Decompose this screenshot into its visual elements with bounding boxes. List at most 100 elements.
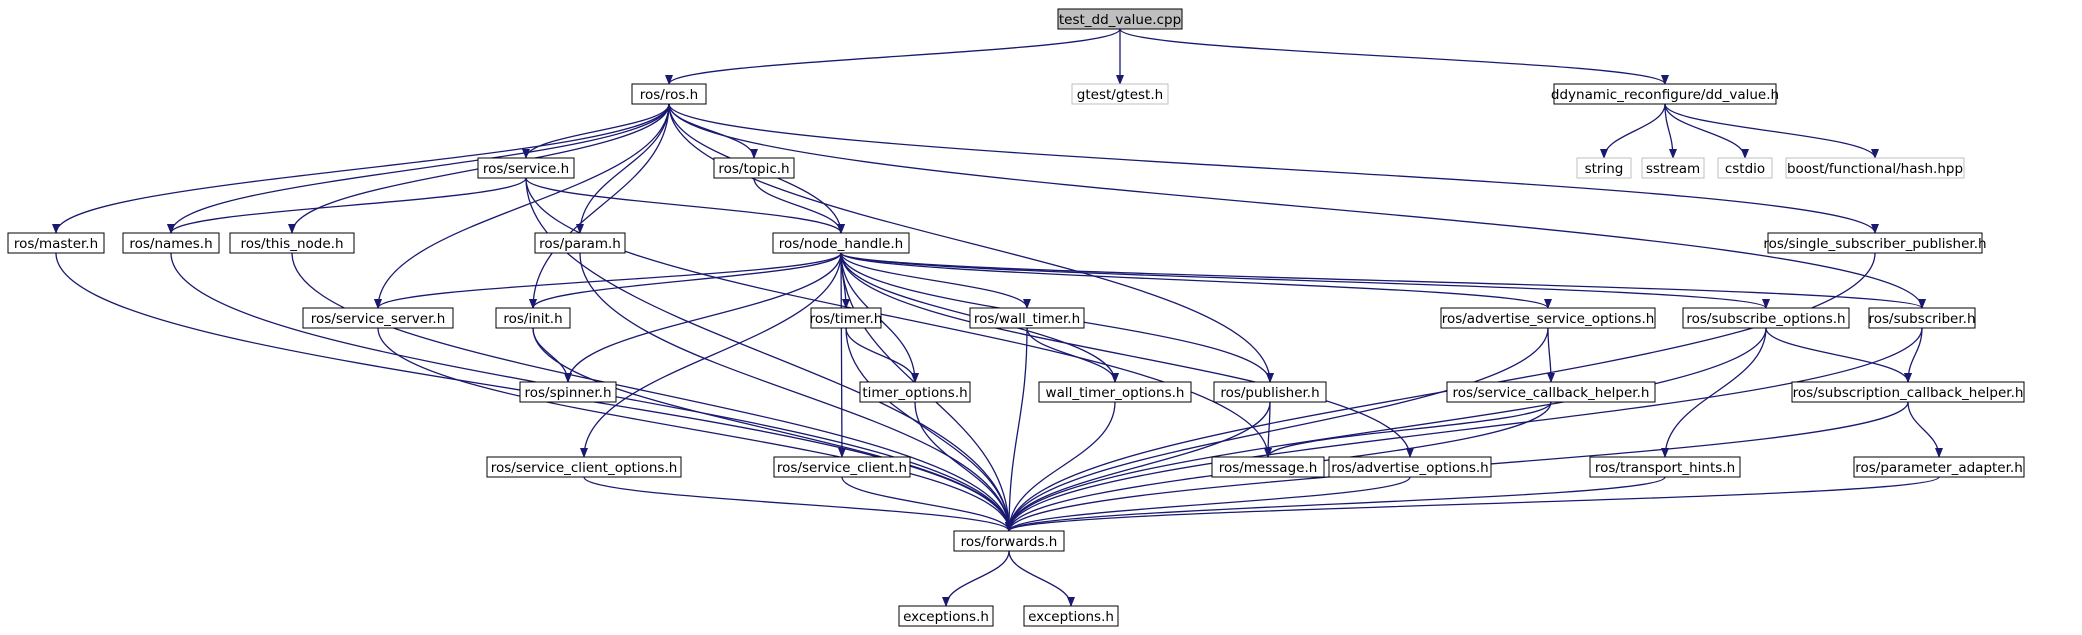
node-label: ros/message.h bbox=[1219, 460, 1318, 476]
node-wall-timer-options[interactable]: wall_timer_options.h bbox=[1038, 381, 1192, 403]
node-ros-forwards[interactable]: ros/forwards.h bbox=[953, 530, 1065, 552]
node-label: sstream bbox=[1646, 161, 1700, 177]
node-ros-subch[interactable]: ros/subscription_callback_helper.h bbox=[1791, 381, 2025, 403]
node-label: ros/timer.h bbox=[810, 311, 883, 327]
node-box bbox=[1682, 307, 1850, 329]
edge-dd_value-to-cstdio bbox=[1664, 103, 1749, 159]
node-ros-topic[interactable]: ros/topic.h bbox=[713, 157, 795, 179]
node-box bbox=[1791, 381, 2025, 403]
node-label: ros/service_server.h bbox=[311, 311, 446, 327]
node-label: timer_options.h bbox=[862, 385, 967, 401]
node-label: exceptions.h bbox=[903, 609, 989, 625]
node-string[interactable]: string bbox=[1576, 157, 1632, 179]
node-ros-this-node[interactable]: ros/this_node.h bbox=[229, 232, 355, 254]
node-ros-parameter-adapter[interactable]: ros/parameter_adapter.h bbox=[1853, 456, 2025, 478]
node-ros-service-server[interactable]: ros/service_server.h bbox=[302, 307, 454, 329]
edge-dd_value-to-sstream bbox=[1664, 103, 1677, 159]
node-label: ros/topic.h bbox=[718, 161, 789, 177]
node-box bbox=[772, 232, 910, 254]
node-ros-subscriber[interactable]: ros/subscriber.h bbox=[1868, 307, 1976, 329]
edge-ros_wall_timer-to-ros_forwards bbox=[1005, 327, 1028, 532]
node-label: string bbox=[1585, 161, 1624, 177]
node-ros-message[interactable]: ros/message.h bbox=[1211, 456, 1325, 478]
edge-ros_wall_timer-to-wall_timer_options bbox=[1026, 327, 1119, 383]
node-label: ros/subscription_callback_helper.h bbox=[1793, 385, 2024, 401]
node-label: ros/advertise_service_options.h bbox=[1442, 311, 1655, 327]
node-ros-aso[interactable]: ros/advertise_service_options.h bbox=[1440, 307, 1656, 329]
edge-ros_aso-to-ros_sch bbox=[1546, 327, 1555, 383]
edge-ros_node_handle-to-ros_spinner bbox=[564, 252, 842, 383]
node-label: ros/subscriber.h bbox=[1868, 311, 1975, 327]
node-ros-subscribe-options[interactable]: ros/subscribe_options.h bbox=[1682, 307, 1850, 329]
edge-ros_service_client-to-ros_forwards bbox=[841, 476, 1013, 532]
node-box bbox=[1868, 307, 1976, 329]
node-timer-options[interactable]: timer_options.h bbox=[859, 381, 971, 403]
node-box bbox=[631, 83, 707, 105]
node-ros-timer[interactable]: ros/timer.h bbox=[810, 307, 883, 329]
edge-ros_subscriber-to-ros_subch bbox=[1904, 327, 1923, 383]
node-ros-service[interactable]: ros/service.h bbox=[477, 157, 575, 179]
node-box bbox=[1328, 456, 1492, 478]
node-box bbox=[1785, 157, 1965, 179]
node-ros-node-handle[interactable]: ros/node_handle.h bbox=[772, 232, 910, 254]
node-label: ddynamic_reconfigure/dd_value.h bbox=[1551, 87, 1779, 103]
edge-ros_ros-to-ros_init bbox=[529, 103, 670, 309]
node-ros-spinner[interactable]: ros/spinner.h bbox=[519, 381, 617, 403]
node-box bbox=[1023, 605, 1119, 627]
node-exceptions2[interactable]: exceptions.h bbox=[1023, 605, 1119, 627]
node-ros-ssp[interactable]: ros/single_subscriber_publisher.h bbox=[1763, 232, 1987, 254]
node-box bbox=[122, 232, 220, 254]
node-ros-sco[interactable]: ros/service_client_options.h bbox=[486, 456, 682, 478]
node-label: ros/publisher.h bbox=[1220, 385, 1319, 401]
node-ros-param[interactable]: ros/param.h bbox=[534, 232, 626, 254]
edge-dd_value-to-string bbox=[1600, 103, 1666, 159]
node-ros-advertise-options[interactable]: ros/advertise_options.h bbox=[1328, 456, 1492, 478]
node-exceptions1[interactable]: exceptions.h bbox=[898, 605, 994, 627]
node-gtest[interactable]: gtest/gtest.h bbox=[1071, 83, 1169, 105]
node-label: ros/subscribe_options.h bbox=[1686, 311, 1845, 327]
edge-ros_topic-to-ros_node_handle bbox=[753, 177, 845, 234]
edge-ros_ros-to-ros_publisher bbox=[668, 103, 1274, 383]
node-label: gtest/gtest.h bbox=[1077, 87, 1163, 103]
edge-ros_init-to-ros_spinner bbox=[532, 327, 572, 383]
node-cstdio[interactable]: cstdio bbox=[1717, 157, 1773, 179]
edge-ros_ros-to-ros_ssp bbox=[668, 103, 1879, 234]
node-dd-value[interactable]: ddynamic_reconfigure/dd_value.h bbox=[1551, 83, 1779, 105]
node-box bbox=[534, 232, 626, 254]
edge-ros_sco-to-ros_forwards bbox=[583, 476, 1013, 532]
node-ros-sch[interactable]: ros/service_callback_helper.h bbox=[1446, 381, 1656, 403]
edge-ros_ros-to-ros_names bbox=[167, 103, 670, 234]
node-label: ros/service.h bbox=[483, 161, 569, 177]
node-box bbox=[810, 307, 882, 329]
node-ros-names[interactable]: ros/names.h bbox=[122, 232, 220, 254]
node-label: ros/ros.h bbox=[640, 87, 699, 103]
node-sstream[interactable]: sstream bbox=[1641, 157, 1705, 179]
node-box bbox=[1576, 157, 1632, 179]
edge-ros_node_handle-to-ros_subscriber bbox=[840, 252, 1926, 309]
node-ros-transport-hints[interactable]: ros/transport_hints.h bbox=[1589, 456, 1741, 478]
node-label: ros/service_client.h bbox=[777, 460, 907, 476]
node-box bbox=[229, 232, 355, 254]
node-label: ros/forwards.h bbox=[961, 534, 1058, 550]
edge-ros_subscribe_options-to-ros_transport_hints bbox=[1661, 327, 1767, 458]
node-label: cstdio bbox=[1725, 161, 1765, 177]
edge-wall_timer_options-to-ros_forwards bbox=[1005, 401, 1116, 532]
node-boost-hash[interactable]: boost/functional/hash.hpp bbox=[1785, 157, 1965, 179]
node-box bbox=[302, 307, 454, 329]
node-box bbox=[1589, 456, 1741, 478]
node-ros-master[interactable]: ros/master.h bbox=[7, 232, 105, 254]
node-box bbox=[1446, 381, 1656, 403]
edge-ros_timer-to-timer_options bbox=[845, 327, 919, 383]
node-label: ros/node_handle.h bbox=[779, 236, 903, 252]
node-test-dd-value[interactable]: test_dd_value.cpp bbox=[1057, 8, 1183, 30]
node-label: wall_timer_options.h bbox=[1046, 385, 1185, 401]
edge-ros_ros-to-ros_subscriber bbox=[668, 103, 1926, 309]
node-box bbox=[953, 530, 1065, 552]
edge-ros_service-to-ros_message bbox=[525, 177, 1272, 458]
node-ros-ros[interactable]: ros/ros.h bbox=[631, 83, 707, 105]
edge-dd_value-to-boost_hash bbox=[1664, 103, 1879, 159]
node-ros-init[interactable]: ros/init.h bbox=[495, 307, 571, 329]
node-ros-service-client[interactable]: ros/service_client.h bbox=[773, 456, 911, 478]
node-ros-wall-timer[interactable]: ros/wall_timer.h bbox=[969, 307, 1085, 329]
node-ros-publisher[interactable]: ros/publisher.h bbox=[1213, 381, 1327, 403]
